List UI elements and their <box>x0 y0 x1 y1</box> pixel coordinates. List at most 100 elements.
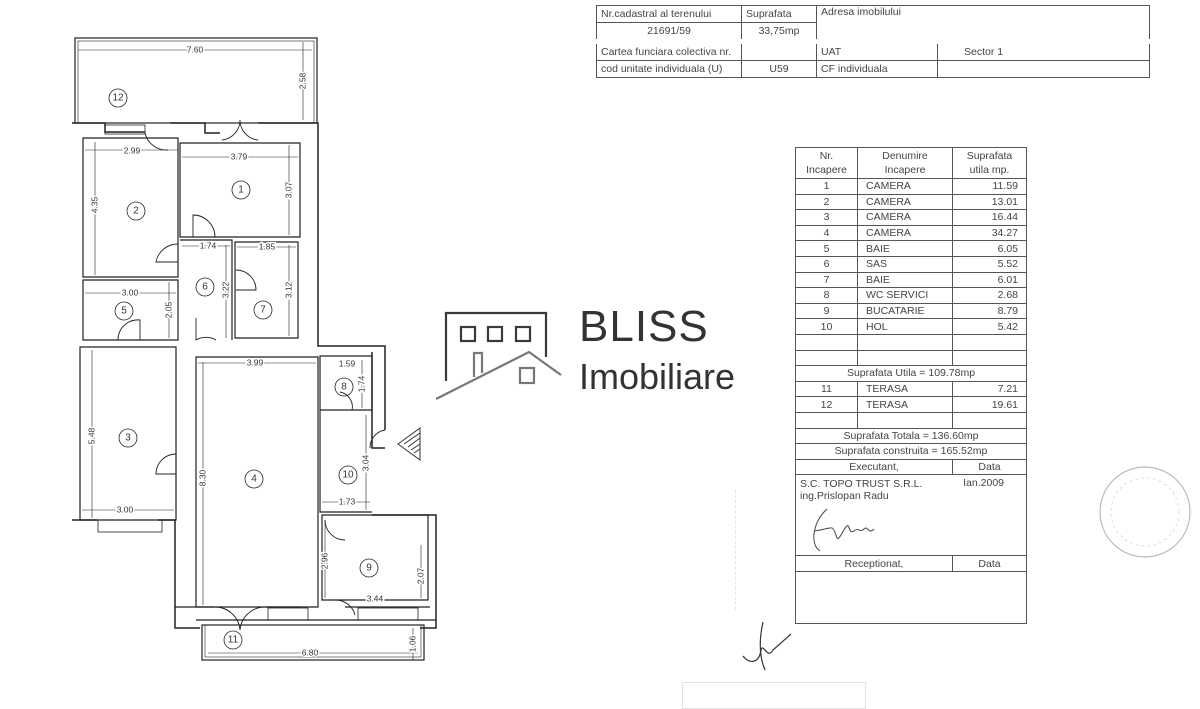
dim-label: 1.74 <box>200 240 217 250</box>
room-name: TERASA <box>857 396 953 413</box>
room-area: 2.68 <box>952 287 1027 304</box>
room-label-8: 8 <box>341 382 347 393</box>
room-label-4: 4 <box>251 474 257 485</box>
room-name: CAMERA <box>857 193 953 211</box>
room-label-10: 10 <box>342 470 354 481</box>
room-nr: 6 <box>795 255 858 273</box>
useful-total: Suprafata Utila = 109.78mp <box>795 365 1027 382</box>
cf-collective-value <box>741 41 817 61</box>
dim-label: 3.00 <box>117 504 134 514</box>
room-nr: 7 <box>795 271 858 289</box>
address-label: Adresa imobilului <box>816 5 1150 42</box>
faint-stamp <box>682 682 866 709</box>
room-nr: 4 <box>795 224 858 242</box>
dim-label: 3.99 <box>247 357 264 367</box>
dim-label: 2.96 <box>319 552 329 569</box>
dim-label: 3.04 <box>360 454 370 471</box>
outer-wall <box>72 122 437 629</box>
logo-text-imobiliare: Imobiliare <box>579 356 736 397</box>
floor-plan: 12 1 2 6 5 7 3 4 8 10 9 11 7.60 2.58 2.9… <box>72 37 437 661</box>
dim-label: 3.22 <box>220 281 230 298</box>
dim-label: 1.73 <box>339 496 356 506</box>
walls-rooms-8-9-10 <box>319 355 429 601</box>
executant-company: S.C. TOPO TRUST S.R.L. <box>800 478 923 491</box>
dim-label: 6.80 <box>302 647 319 657</box>
unit-code-value: U59 <box>741 60 817 78</box>
uat-value: Sector 1 <box>937 41 1150 61</box>
cadastral-label: Nr.cadastral al terenului <box>596 5 742 23</box>
surface-label: Suprafata <box>741 5 817 23</box>
house-logo-icon <box>436 311 562 400</box>
received-date-label: Data <box>952 555 1027 572</box>
dim-label: 1.85 <box>259 241 276 251</box>
round-stamp-icon <box>1099 466 1191 558</box>
room-name: BAIE <box>857 240 953 257</box>
room-number-circles <box>108 88 379 650</box>
room-name: CAMERA <box>857 178 953 195</box>
cf-collective-label: Cartea funciara colectiva nr. <box>596 41 742 61</box>
room-area: 7.21 <box>952 380 1027 398</box>
room-label-7: 7 <box>260 305 266 316</box>
room-nr: 11 <box>795 380 858 398</box>
room-nr: 2 <box>795 193 858 211</box>
room-area: 34.27 <box>952 224 1027 242</box>
room-area-table: Nr. Incapere Denumire Incapere Suprafata… <box>795 147 1027 624</box>
stairs-hatch-icon <box>397 427 421 461</box>
unit-code-label: cod unitate individuala (U) <box>596 60 742 78</box>
room-area: 13.01 <box>952 193 1027 211</box>
dim-label: 2.58 <box>297 72 307 89</box>
dim-label: 7.60 <box>187 44 204 54</box>
dim-label: 3.07 <box>283 181 293 198</box>
room-area: 6.01 <box>952 271 1027 289</box>
room-area: 6.05 <box>952 240 1027 257</box>
room-label-6: 6 <box>202 282 208 293</box>
dim-label: 1.74 <box>356 375 366 392</box>
room-area: 5.52 <box>952 255 1027 273</box>
bliss-logo: BLISS Imobiliare <box>436 302 776 405</box>
room-area: 11.59 <box>952 178 1027 195</box>
room-nr: 1 <box>795 178 858 195</box>
room-label-11: 11 <box>228 635 239 646</box>
dim-label: 1.06 <box>407 635 417 652</box>
room-name: WC SERVICI <box>857 287 953 304</box>
received-label: Receptionat, <box>795 555 953 572</box>
room-name: CAMERA <box>857 224 953 242</box>
cadastral-value: 21691/59 <box>596 22 742 42</box>
built-surface: Suprafata construita = 165.52mp <box>795 443 1027 460</box>
room-name: BUCATARIE <box>857 302 953 320</box>
walls-rooms-3-4 <box>79 346 319 608</box>
cf-individual-label: CF individuala <box>816 60 938 78</box>
uat-label: UAT <box>816 41 938 61</box>
room-name: HOL <box>857 318 953 335</box>
logo-text-bliss: BLISS <box>579 302 709 351</box>
room-nr: 5 <box>795 240 858 257</box>
room-nr: 10 <box>795 318 858 335</box>
room-nr: 8 <box>795 287 858 304</box>
walls-rooms-5-6-7 <box>82 239 299 341</box>
dim-label: 2.07 <box>415 567 425 584</box>
executant-date: Ian.2009 <box>963 477 1004 490</box>
cf-individual-value <box>937 60 1150 78</box>
room-area: 19.61 <box>952 396 1027 413</box>
room-area: 5.42 <box>952 318 1027 335</box>
room-name: SAS <box>857 255 953 273</box>
dim-label: 8.30 <box>197 469 207 486</box>
executant-date-label: Data <box>952 458 1027 476</box>
header-room-name: Denumire Incapere <box>857 147 953 179</box>
dim-label: 1.59 <box>339 358 356 368</box>
room-area: 16.44 <box>952 209 1027 226</box>
room-label-5: 5 <box>121 306 127 317</box>
cadastral-header-table: Nr.cadastral al terenului Suprafata Adre… <box>596 5 1150 78</box>
executant-label: Executant, <box>795 458 953 476</box>
